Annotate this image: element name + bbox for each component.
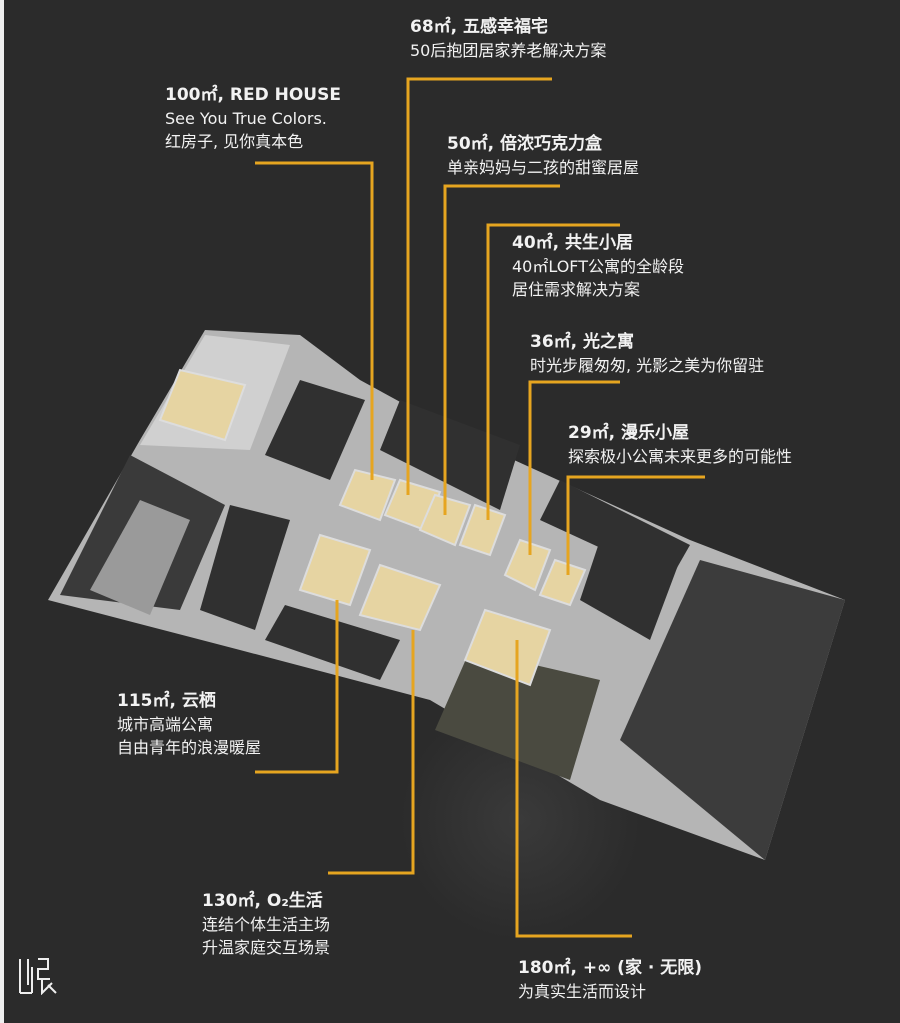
unit-label-40: 40㎡, 共生小居 40㎡LOFT公寓的全龄段 居住需求解决方案 bbox=[512, 232, 684, 301]
parking-area bbox=[620, 560, 845, 860]
unit-label-115: 115㎡, 云栖 城市高端公寓 自由青年的浪漫暖屋 bbox=[117, 690, 261, 759]
unit-desc: 50后抱团居家养老解决方案 bbox=[410, 41, 607, 60]
unit-label-36: 36㎡, 光之寓 时光步履匆匆, 光影之美为你留驻 bbox=[530, 331, 764, 377]
unit-desc: 居住需求解决方案 bbox=[512, 280, 641, 299]
unit-desc: 自由青年的浪漫暖屋 bbox=[117, 738, 262, 757]
unit-desc: 40㎡LOFT公寓的全龄段 bbox=[512, 257, 684, 276]
unit-desc: 红房子, 见你真本色 bbox=[165, 132, 304, 151]
unit-desc: See You True Colors. bbox=[165, 109, 327, 128]
unit-title: 40㎡, 共生小居 bbox=[512, 233, 634, 253]
unit-desc: 探索极小公寓未来更多的可能性 bbox=[568, 447, 793, 466]
leader-lines bbox=[255, 77, 705, 938]
unit-desc: 单亲妈妈与二孩的甜蜜居屋 bbox=[447, 158, 640, 177]
unit-title: 50㎡, 倍浓巧克力盒 bbox=[447, 134, 603, 154]
unit-title: 29㎡, 漫乐小屋 bbox=[568, 423, 690, 443]
unit-desc: 城市高端公寓 bbox=[117, 715, 214, 734]
unit-label-100: 100㎡, RED HOUSE See You True Colors. 红房子… bbox=[165, 84, 341, 153]
unit-title: 180㎡, +∞ (家 · 无限) bbox=[518, 958, 703, 978]
unit-desc: 为真实生活而设计 bbox=[518, 982, 647, 1001]
unit-desc: 升温家庭交互场景 bbox=[202, 938, 331, 957]
plan-base bbox=[48, 330, 845, 860]
unit-title: 115㎡, 云栖 bbox=[117, 691, 216, 711]
unit-title: 130㎡, O₂生活 bbox=[202, 891, 323, 911]
unit-label-29: 29㎡, 漫乐小屋 探索极小公寓未来更多的可能性 bbox=[568, 422, 792, 468]
unit-title: 36㎡, 光之寓 bbox=[530, 332, 635, 352]
unit-label-130: 130㎡, O₂生活 连结个体生活主场 升温家庭交互场景 bbox=[202, 890, 330, 959]
unit-title: 68㎡, 五感幸福宅 bbox=[410, 17, 549, 37]
unit-label-180: 180㎡, +∞ (家 · 无限) 为真实生活而设计 bbox=[518, 957, 702, 1003]
unit-title: 100㎡, RED HOUSE bbox=[165, 85, 341, 105]
left-border bbox=[0, 0, 4, 1023]
unit-desc: 时光步履匆匆, 光影之美为你留驻 bbox=[530, 356, 765, 375]
unit-label-50: 50㎡, 倍浓巧克力盒 单亲妈妈与二孩的甜蜜居屋 bbox=[447, 133, 639, 179]
unit-desc: 连结个体生活主场 bbox=[202, 915, 331, 934]
logo-icon bbox=[19, 958, 57, 995]
unit-label-68: 68㎡, 五感幸福宅 50后抱团居家养老解决方案 bbox=[410, 16, 606, 62]
apartment-units bbox=[158, 368, 587, 687]
